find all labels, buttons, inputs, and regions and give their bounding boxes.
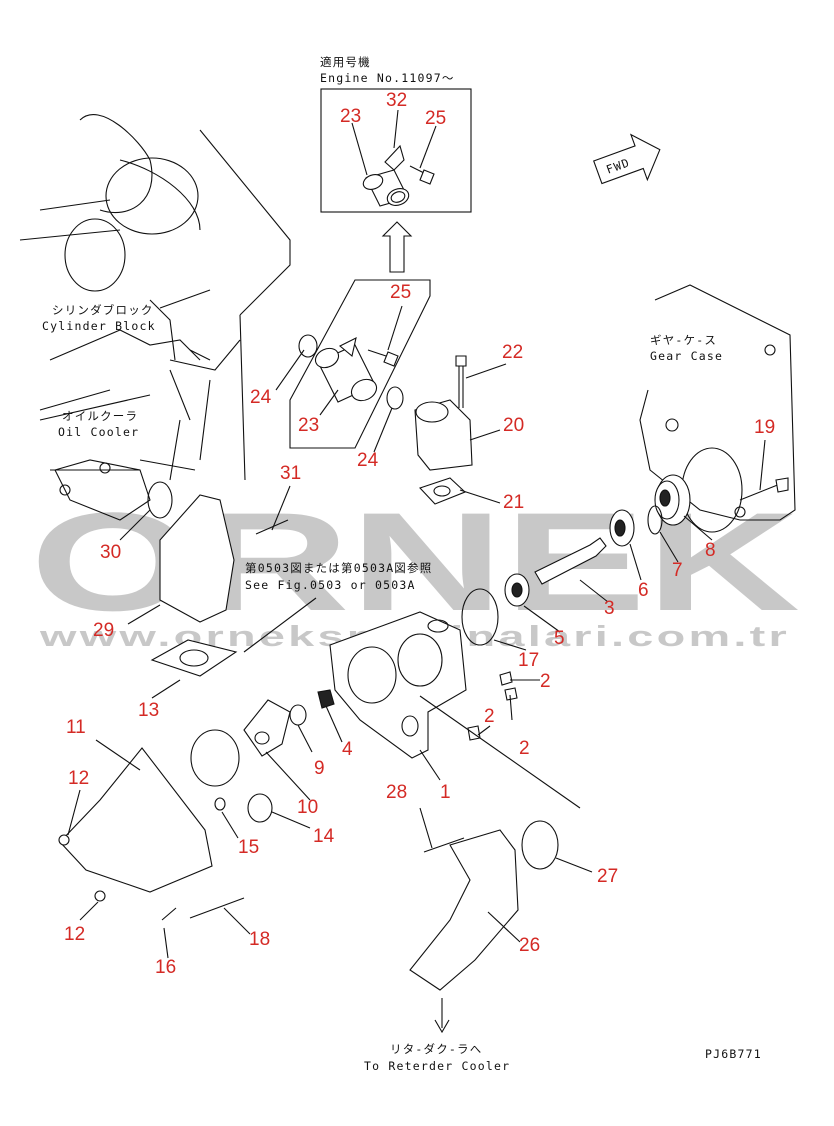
oil-cooler-annotation: オイルクーラ Oil Cooler <box>54 409 151 521</box>
gear-part-8 <box>654 474 691 526</box>
callout-15: 15 <box>238 837 259 858</box>
oring-part-27 <box>521 820 559 870</box>
bearing-part-5 <box>504 573 530 607</box>
bolt-part-12b <box>94 890 106 902</box>
callout-30: 30 <box>100 542 121 563</box>
plug-part-14 <box>247 793 273 823</box>
inset-pipe-part <box>362 169 410 207</box>
oring-part-17 <box>461 588 499 646</box>
housing-part-1 <box>329 611 467 759</box>
see-fig-annotation: 第0503図または第0503A図参照 See Fig.0503 or 0503A <box>243 561 432 653</box>
callout-28: 28 <box>386 782 407 803</box>
callout-25-inset: 25 <box>425 108 446 129</box>
callout-11: 11 <box>66 717 86 738</box>
oring-part-30 <box>147 481 173 519</box>
callout-3: 3 <box>604 598 615 619</box>
callout-26: 26 <box>519 935 540 956</box>
oring-part-15 <box>214 797 226 811</box>
callout-12b: 12 <box>64 924 85 945</box>
callout-12a: 12 <box>68 768 89 789</box>
cover-part-11 <box>59 747 213 893</box>
bolt-part-19 <box>739 477 789 501</box>
oring-large <box>190 729 240 787</box>
callout-20: 20 <box>503 415 524 436</box>
callout-31: 31 <box>280 463 301 484</box>
elbow-part-29 <box>159 494 235 623</box>
cylinder-block-outline: シリンダブロック Cylinder Block <box>19 114 291 481</box>
gear-case-jp: ギヤ-ケ-ス <box>650 333 717 347</box>
cylinder-block-jp: シリンダブロック <box>52 303 154 317</box>
callout-2a: 2 <box>540 671 551 692</box>
see-fig-en: See Fig.0503 or 0503A <box>245 578 416 592</box>
oil-cooler-en: Oil Cooler <box>58 425 139 439</box>
oring-part-24b <box>386 386 404 410</box>
inset-engine-serial: 適用号機 Engine No.11097～ 23 32 25 <box>320 55 472 273</box>
seal-part-9 <box>289 704 307 726</box>
callout-8: 8 <box>705 540 716 561</box>
oil-cooler-jp: オイルクーラ <box>62 409 138 423</box>
plug-part-2c <box>467 725 481 741</box>
callout-16: 16 <box>155 957 176 978</box>
callout-7: 7 <box>672 560 683 581</box>
callout-2b: 2 <box>484 706 495 727</box>
bolt-part-12a <box>58 834 70 846</box>
callout-19: 19 <box>754 417 775 438</box>
inset-pointer-arrow <box>381 221 413 273</box>
retarder-annotation: リタ-ダク-ラへ To Reterder Cooler <box>364 1042 510 1073</box>
callout-2c: 2 <box>519 738 530 759</box>
plug-part-2a <box>499 671 513 686</box>
callout-18: 18 <box>249 929 270 950</box>
impeller-part-10 <box>243 699 291 757</box>
see-fig-jp: 第0503図または第0503A図参照 <box>245 561 432 575</box>
drawing-code: PJ6B771 <box>705 1047 762 1061</box>
fwd-arrow-icon: FWD <box>593 133 661 185</box>
leader-lines <box>67 305 766 959</box>
callout-13: 13 <box>138 700 159 721</box>
inset-bolt-part <box>409 165 435 185</box>
snap-ring-part-7 <box>647 505 663 535</box>
inset-bracket-part <box>384 144 405 171</box>
bolt-part-22 <box>455 355 467 408</box>
inset-frame <box>320 88 472 213</box>
callout-1: 1 <box>440 782 451 803</box>
callout-14: 14 <box>313 826 335 847</box>
callout-32-inset: 32 <box>386 90 407 111</box>
callout-22: 22 <box>502 342 523 363</box>
callout-21: 21 <box>503 492 524 513</box>
cylinder-block-en: Cylinder Block <box>42 319 156 333</box>
plug-part-2b <box>504 687 518 701</box>
inset-title-en: Engine No.11097～ <box>320 71 455 85</box>
elbow-part-26 <box>409 829 519 991</box>
gear-case-outline: ギヤ-ケ-ス Gear Case <box>639 284 796 533</box>
callout-25: 25 <box>390 282 411 303</box>
callout-23: 23 <box>298 415 319 436</box>
nut-part-4 <box>317 689 335 709</box>
retarder-en: To Reterder Cooler <box>364 1059 510 1073</box>
callout-27: 27 <box>597 866 618 887</box>
fwd-label: FWD <box>604 155 632 176</box>
bolt-part-16 <box>161 907 177 921</box>
callout-9: 9 <box>314 758 325 779</box>
bolt-part-18 <box>189 897 245 919</box>
bearing-part-6 <box>609 509 635 547</box>
callout-10: 10 <box>297 797 318 818</box>
bolt-part-31 <box>255 519 289 535</box>
callout-6: 6 <box>638 580 649 601</box>
callout-24b: 24 <box>357 450 379 471</box>
gasket-part-13 <box>150 639 238 677</box>
callout-29: 29 <box>93 620 114 641</box>
callout-23-inset: 23 <box>340 106 361 127</box>
bolt-part-28 <box>423 837 465 853</box>
gear-case-en: Gear Case <box>650 349 723 363</box>
callout-4: 4 <box>342 739 353 760</box>
callout-24a: 24 <box>250 387 272 408</box>
inset-title-jp: 適用号機 <box>320 55 371 69</box>
retarder-jp: リタ-ダク-ラへ <box>390 1042 482 1056</box>
callout-17: 17 <box>518 650 539 671</box>
shaft-part-3 <box>534 537 607 585</box>
callout-5: 5 <box>554 628 565 649</box>
callout-numbers: 25 24 23 24 22 20 21 19 31 30 8 7 6 3 5 … <box>64 282 775 978</box>
